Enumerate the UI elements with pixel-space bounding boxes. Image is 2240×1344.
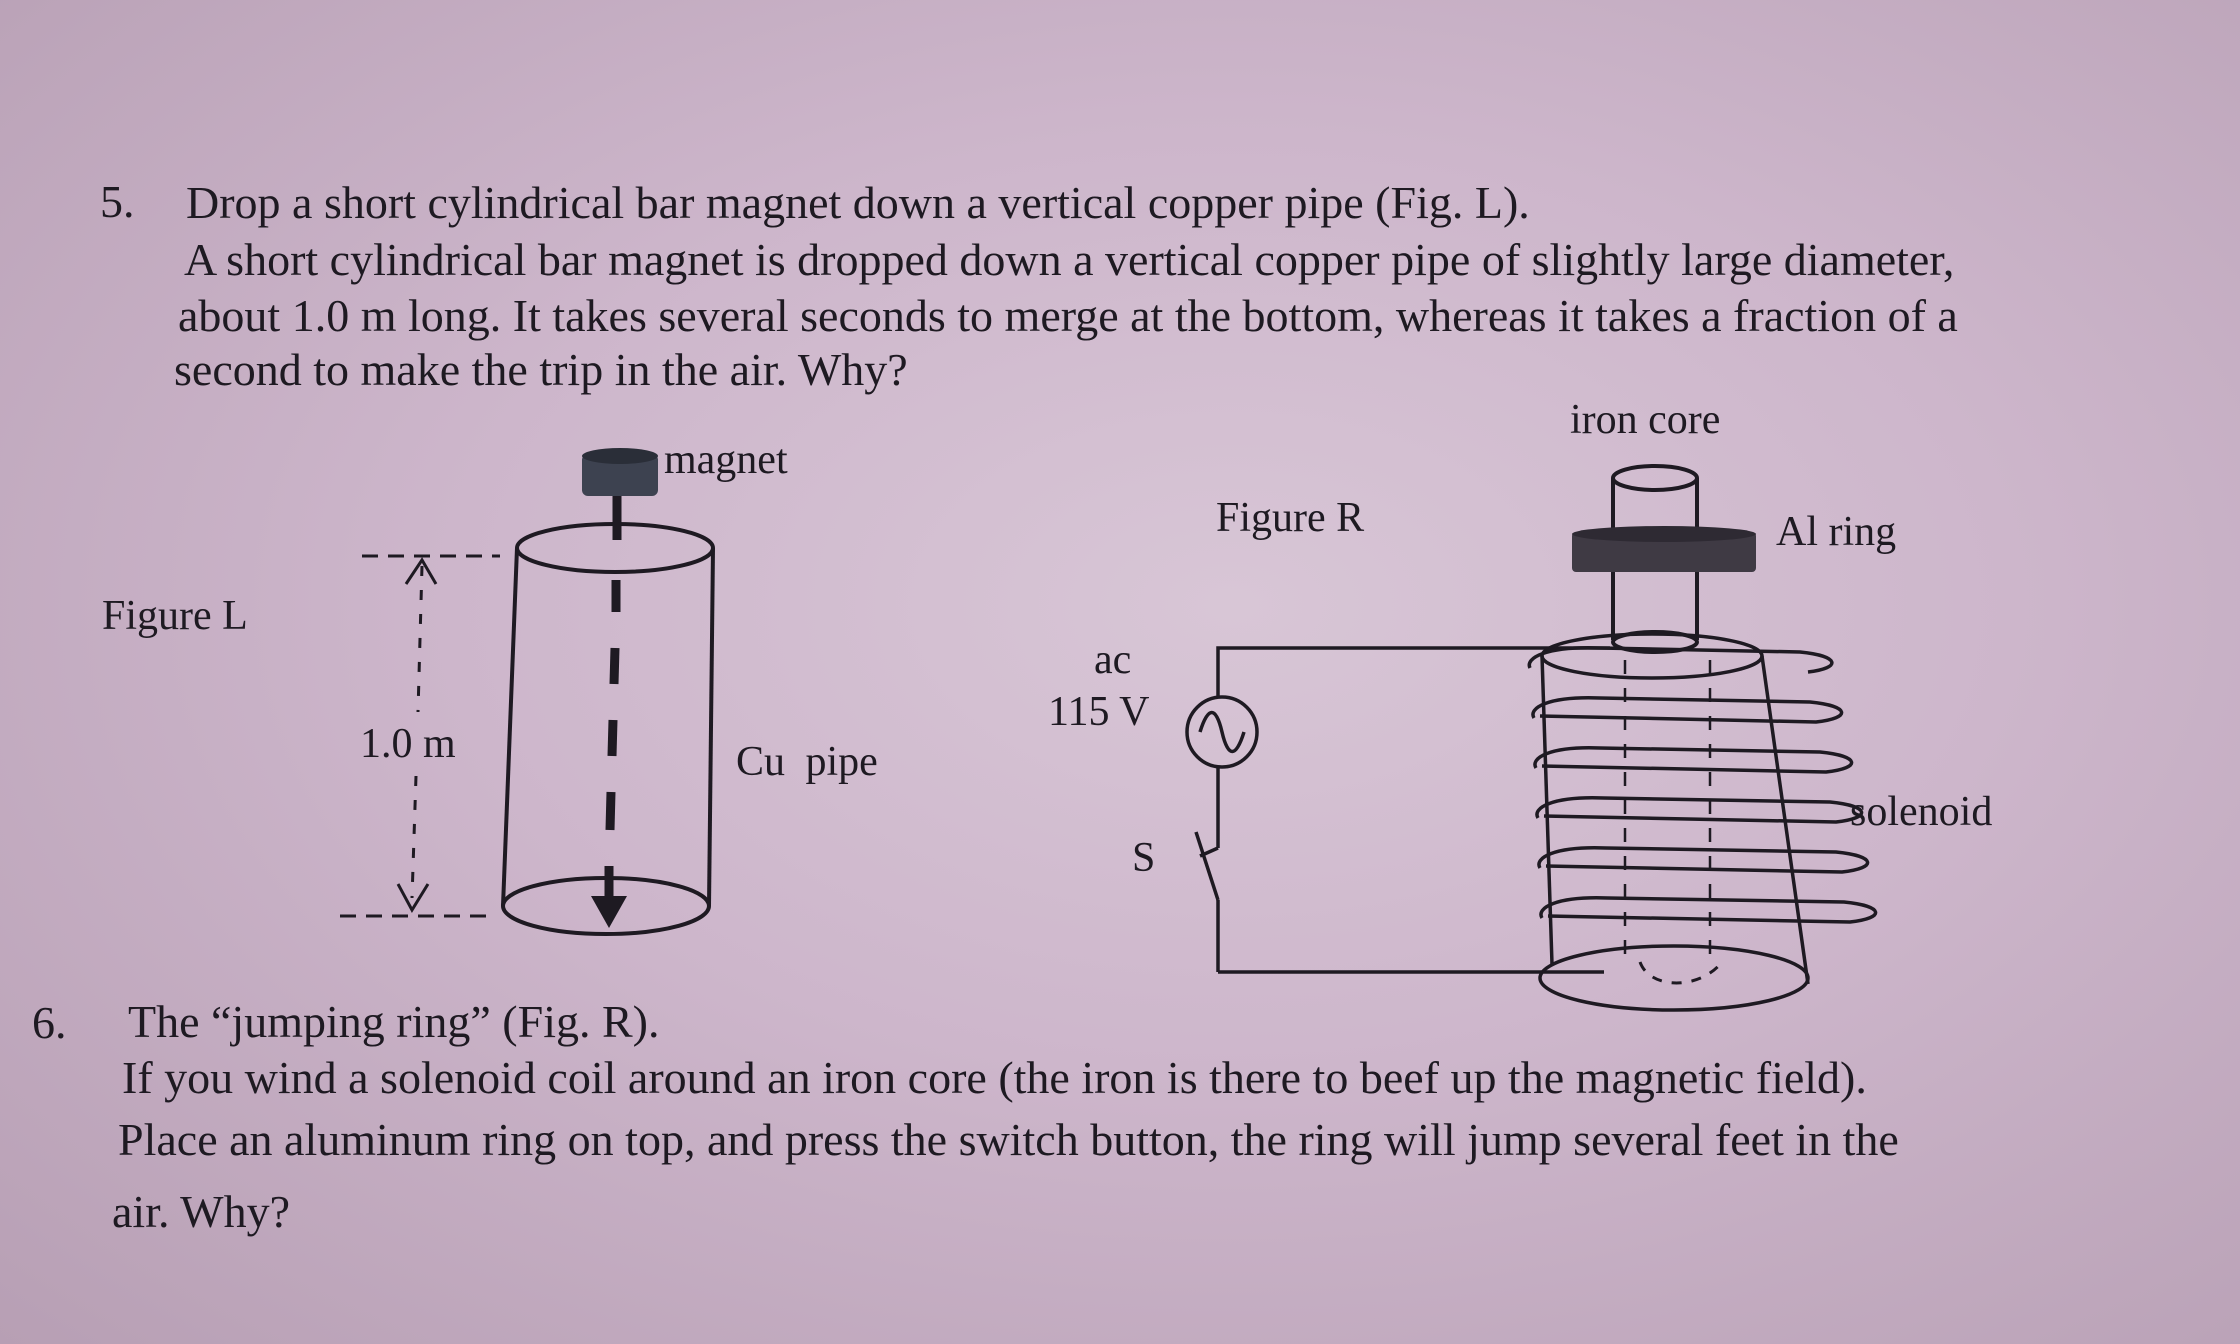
- switch-icon: [1194, 831, 1220, 901]
- problem-5-line-1: Drop a short cylindrical bar magnet down…: [186, 177, 1530, 228]
- problem-6-line-1: The “jumping ring” (Fig. R).: [128, 996, 660, 1047]
- switch-label: S: [1132, 835, 1156, 881]
- figure-r-title: Figure R: [1216, 495, 1365, 541]
- magnet-label: magnet: [664, 437, 788, 483]
- aluminum-ring: [1572, 526, 1756, 572]
- ac-label: ac: [1094, 637, 1132, 683]
- problem-6-line-4: air. Why?: [112, 1186, 290, 1237]
- fall-path-arrow: [591, 496, 627, 928]
- voltage-label: 115 V: [1048, 689, 1150, 735]
- iron-core-label: iron core: [1570, 397, 1721, 443]
- length-label: 1.0 m: [360, 721, 456, 767]
- magnet-block: [582, 448, 658, 496]
- problem-5-number: 5.: [100, 176, 135, 227]
- ac-source-icon: [1185, 695, 1259, 769]
- problem-6-number: 6.: [32, 997, 67, 1048]
- solenoid-label: solenoid: [1850, 789, 1993, 835]
- problem-6-line-3: Place an aluminum ring on top, and press…: [118, 1114, 1899, 1165]
- problem-5-line-4: second to make the trip in the air. Why?: [174, 344, 908, 395]
- figure-l-title: Figure L: [102, 593, 248, 639]
- copper-pipe: [501, 522, 715, 936]
- problem-5-line-3: about 1.0 m long. It takes several secon…: [178, 290, 1958, 341]
- solenoid-coil: [1527, 646, 1878, 924]
- length-dimension: [340, 554, 500, 918]
- al-ring-label: Al ring: [1776, 509, 1897, 555]
- cu-pipe-label: Cu pipe: [736, 739, 878, 785]
- problem-5-line-2: A short cylindrical bar magnet is droppe…: [184, 234, 1955, 285]
- problem-6-line-2: If you wind a solenoid coil around an ir…: [122, 1052, 1867, 1103]
